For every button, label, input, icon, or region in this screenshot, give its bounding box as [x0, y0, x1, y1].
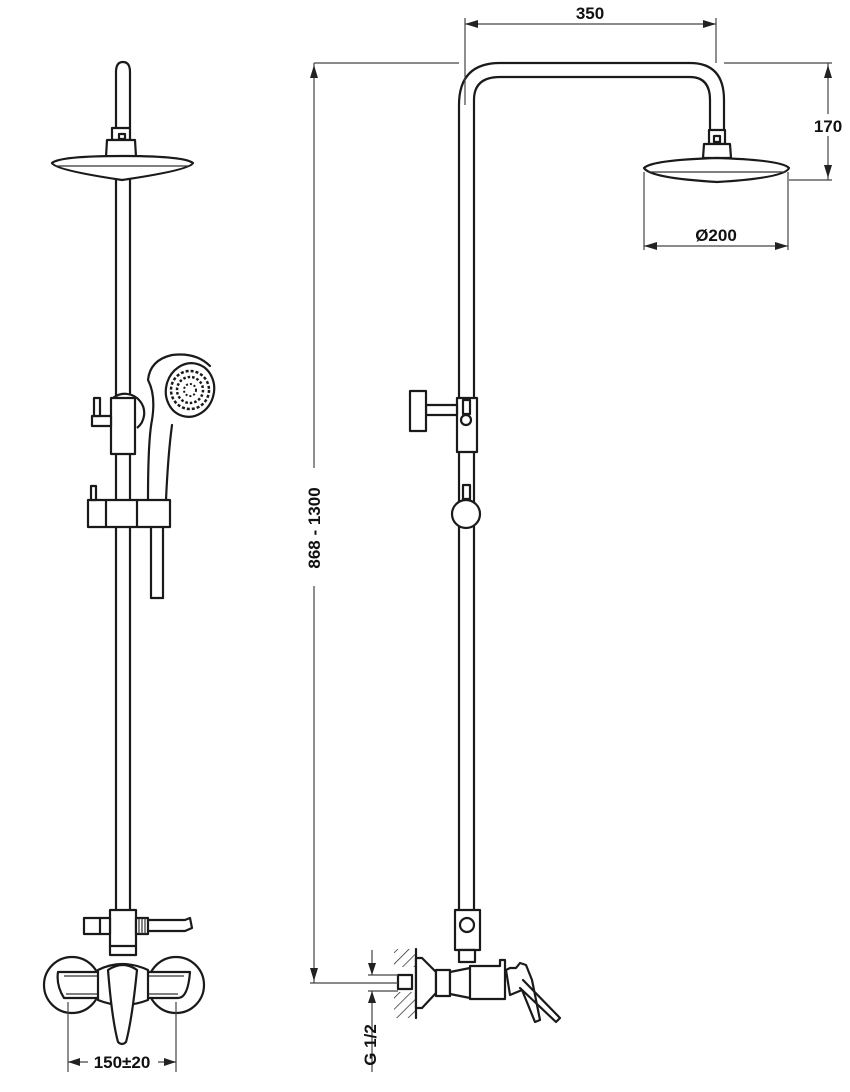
inlet-thread-label: G 1/2	[361, 1024, 380, 1066]
hand-shower-handle	[146, 353, 212, 502]
shower-arm-inner	[472, 75, 712, 930]
hose-outlet	[146, 916, 194, 933]
escutcheon	[414, 956, 438, 1010]
mixer-lever	[106, 963, 139, 1046]
rain-shower-head	[50, 154, 195, 182]
side-view: 350 170 Ø200 868 - 1300 G 1/2	[302, 4, 850, 1072]
wall-bracket	[408, 389, 428, 433]
mixer-body-side	[468, 958, 507, 1001]
rain-shower-head-side	[642, 156, 791, 184]
upper-holder	[109, 396, 137, 456]
column-height-label: 868 - 1300	[305, 487, 324, 568]
diverter-knob	[82, 916, 112, 936]
wall-section-top	[394, 949, 416, 967]
head-drop-label: 170	[814, 117, 842, 136]
wall-section-bottom	[394, 992, 416, 1018]
diverter-body	[108, 908, 138, 957]
slider-knob-side	[450, 498, 482, 530]
inlet-spacing-label: 150±20	[94, 1053, 151, 1072]
head-diameter-label: Ø200	[695, 226, 737, 245]
pipe-top-stub	[114, 60, 132, 130]
arm-reach-label: 350	[576, 4, 604, 23]
inlet-pipe	[396, 973, 414, 991]
mixer-lever-side	[504, 961, 542, 1024]
shower-arm-outer	[457, 61, 726, 930]
front-view: 150±20	[42, 60, 216, 1072]
slide-bar-holder	[86, 498, 172, 529]
holder-knob	[90, 414, 113, 428]
hand-shower-head	[164, 362, 216, 418]
